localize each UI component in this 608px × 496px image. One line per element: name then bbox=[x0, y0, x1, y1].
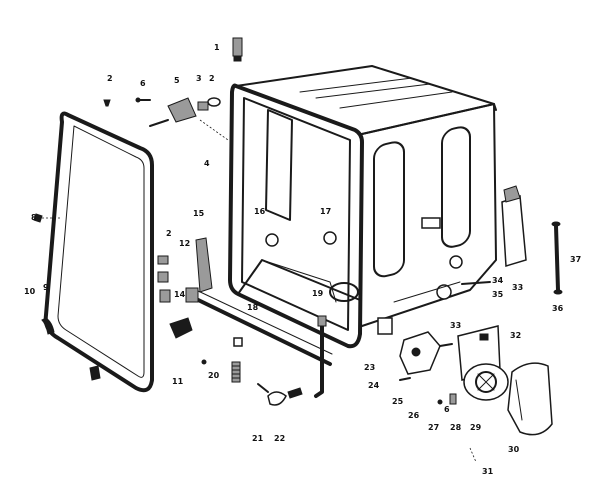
callout-3: 3 bbox=[196, 74, 202, 83]
callout-2: 2 bbox=[166, 229, 172, 238]
callout-5: 5 bbox=[174, 76, 180, 85]
callout-35: 35 bbox=[492, 290, 504, 299]
callout-1: 1 bbox=[214, 43, 220, 52]
callout-37: 37 bbox=[570, 255, 581, 264]
callout-17: 17 bbox=[320, 207, 331, 216]
callout-6: 6 bbox=[444, 405, 450, 414]
callout-36: 36 bbox=[552, 304, 564, 313]
tub-body bbox=[228, 65, 497, 349]
callout-24: 24 bbox=[368, 381, 380, 390]
callout-33: 33 bbox=[512, 283, 523, 292]
callout-15: 15 bbox=[193, 209, 205, 218]
callout-33: 33 bbox=[450, 321, 461, 330]
callout-10: 10 bbox=[24, 287, 36, 296]
callout-22: 22 bbox=[274, 434, 285, 443]
callout-28: 28 bbox=[450, 423, 462, 432]
callout-8: 8 bbox=[31, 213, 37, 222]
small-parts bbox=[103, 37, 243, 141]
callout-29: 29 bbox=[470, 423, 482, 432]
callout-21: 21 bbox=[252, 434, 264, 443]
callout-2: 2 bbox=[107, 74, 113, 83]
callout-11: 11 bbox=[172, 377, 184, 386]
callout-2: 2 bbox=[209, 74, 215, 83]
callout-labels: 1 2 6 5 3 2 4 8 9 10 16 17 15 2 12 14 18… bbox=[24, 43, 581, 476]
callout-23: 23 bbox=[364, 363, 375, 372]
callout-12: 12 bbox=[179, 239, 190, 248]
hinge-and-linkage bbox=[157, 237, 333, 406]
callout-34: 34 bbox=[492, 276, 504, 285]
callout-27: 27 bbox=[428, 423, 439, 432]
callout-9: 9 bbox=[43, 283, 49, 292]
callout-25: 25 bbox=[392, 397, 404, 406]
callout-30: 30 bbox=[508, 445, 520, 454]
callout-26: 26 bbox=[408, 411, 420, 420]
callout-19: 19 bbox=[312, 289, 324, 298]
callout-31: 31 bbox=[482, 467, 494, 476]
callout-6: 6 bbox=[140, 79, 146, 88]
callout-32: 32 bbox=[510, 331, 521, 340]
motor-and-pump-parts bbox=[399, 185, 563, 463]
callout-18: 18 bbox=[247, 303, 259, 312]
door-gasket bbox=[43, 111, 154, 393]
callout-16: 16 bbox=[254, 207, 266, 216]
left-parts bbox=[33, 213, 101, 381]
callout-20: 20 bbox=[208, 371, 220, 380]
callout-4: 4 bbox=[204, 159, 210, 168]
callout-14: 14 bbox=[174, 290, 186, 299]
